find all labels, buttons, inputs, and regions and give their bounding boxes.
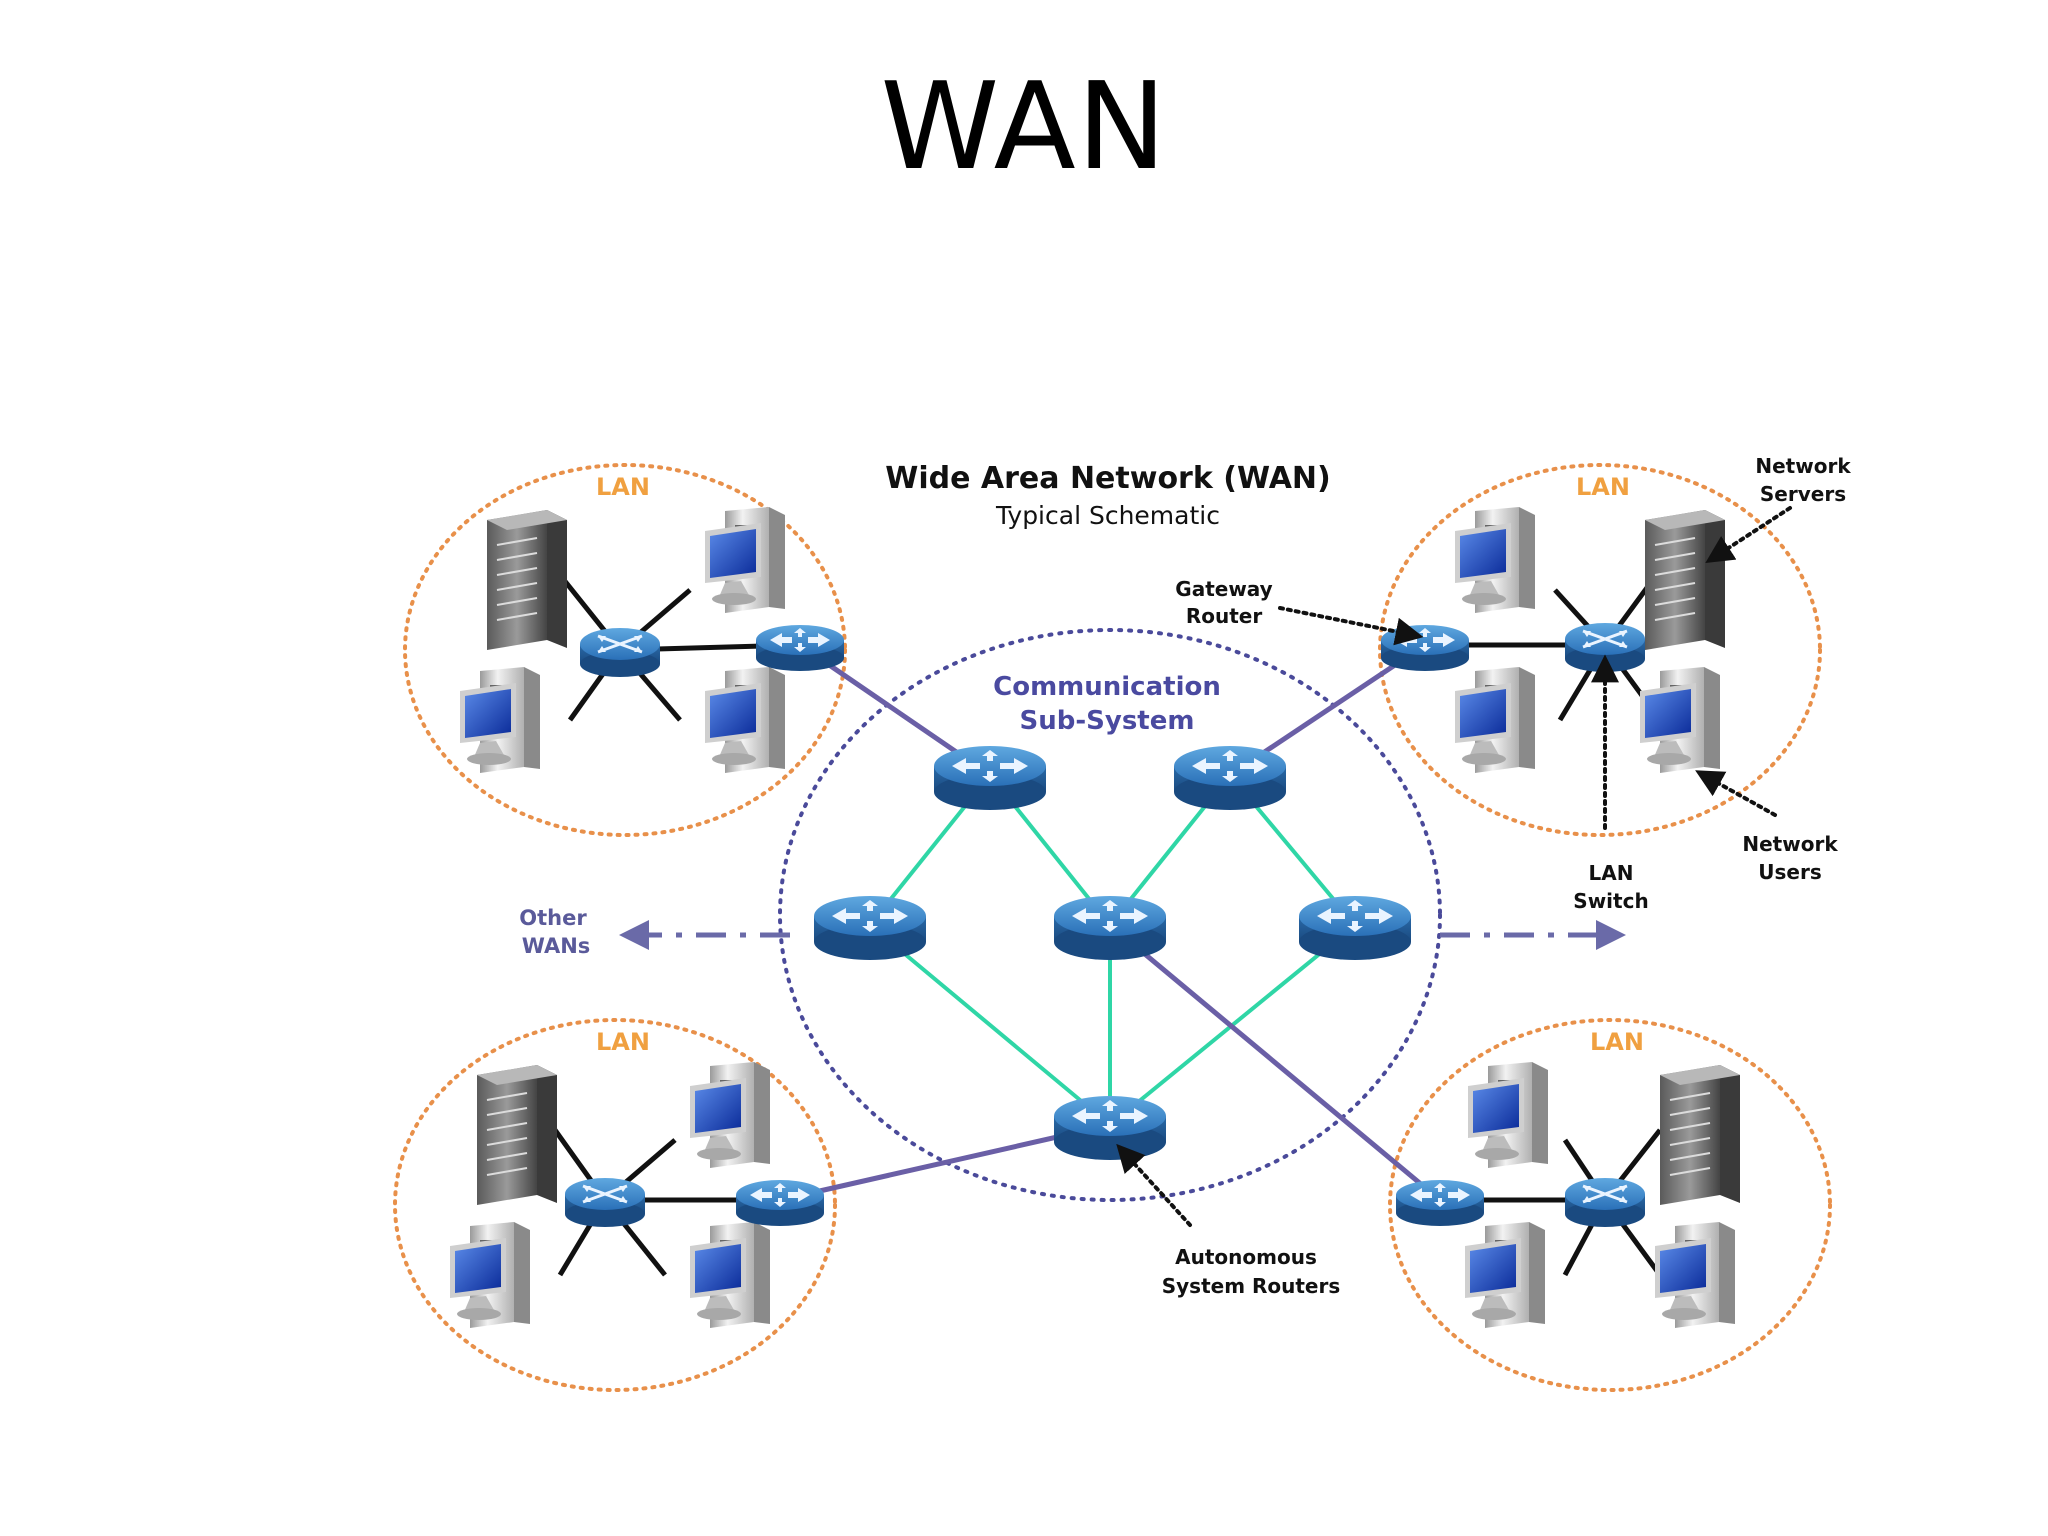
workstation-icon (1455, 507, 1535, 613)
autonomous-routers-label-line1: Autonomous (1175, 1245, 1317, 1269)
router-icon (814, 896, 926, 960)
workstation-icon (705, 667, 785, 773)
network-users-label-line1: Network (1742, 832, 1838, 856)
network-servers-label-line1: Network (1755, 454, 1851, 478)
lan-switch-icon (563, 1176, 647, 1229)
other-wans-label-line1: Other (519, 906, 587, 930)
lan-bottom-right (1396, 1062, 1741, 1328)
gateway-router-icon (736, 1180, 824, 1226)
callout-arrows (1116, 506, 1792, 1227)
network-server-icon (476, 1064, 558, 1206)
network-servers-label-line2: Servers (1760, 482, 1846, 506)
workstation-icon (1455, 667, 1535, 773)
comm-subsystem-boundary (778, 628, 1442, 1202)
gateway-router-icon (1396, 1180, 1484, 1226)
gateway-router-label-line2: Router (1186, 604, 1263, 628)
workstation-icon (1640, 667, 1720, 773)
gateway-router-icon (756, 625, 844, 671)
slide-title: WAN (880, 58, 1168, 197)
router-icon (1174, 746, 1286, 810)
network-users-label-line2: Users (1758, 860, 1821, 884)
lan-switch-label-line1: LAN (1589, 861, 1634, 885)
workstation-icon (1655, 1222, 1735, 1328)
network-server-icon (1659, 1064, 1741, 1206)
workstation-icon (450, 1222, 530, 1328)
lan-label-bottom-left: LAN (596, 1028, 650, 1056)
lan-label-top-left: LAN (596, 473, 650, 501)
diagram-subtitle: Typical Schematic (995, 501, 1220, 530)
other-wans-label-line2: WANs (522, 934, 591, 958)
workstation-icon (690, 1222, 770, 1328)
lan-top-right (1381, 507, 1726, 773)
lan-switch-icon (1563, 1176, 1647, 1229)
router-icon (1299, 896, 1411, 960)
communication-subsystem-routers (814, 746, 1411, 1160)
lan-boundary-bottom-left (393, 1018, 837, 1392)
lan-top-left (460, 507, 844, 773)
lan-boundary-bottom-right (1388, 1018, 1832, 1392)
lan-bottom-left (450, 1062, 824, 1328)
router-icon (1054, 896, 1166, 960)
workstation-icon (705, 507, 785, 613)
diagram-title: Wide Area Network (WAN) (885, 461, 1331, 496)
lan-switch-icon (578, 626, 662, 679)
lan-boundary-top-left (403, 463, 847, 837)
autonomous-routers-label-line2: System Routers (1162, 1274, 1341, 1298)
comm-subsystem-label-line2: Sub-System (1020, 706, 1195, 736)
lan-label-bottom-right: LAN (1590, 1028, 1644, 1056)
workstation-icon (1468, 1062, 1548, 1168)
lan-switch-label-line2: Switch (1573, 889, 1648, 913)
workstation-icon (1465, 1222, 1545, 1328)
router-icon (934, 746, 1046, 810)
network-server-icon (1644, 509, 1726, 651)
lan-boundary-top-right (1378, 463, 1822, 837)
network-server-icon (486, 509, 568, 651)
lan-label-top-right: LAN (1576, 473, 1630, 501)
workstation-icon (690, 1062, 770, 1168)
comm-subsystem-label-line1: Communication (993, 672, 1221, 702)
workstation-icon (460, 667, 540, 773)
gateway-router-label-line1: Gateway (1175, 577, 1272, 601)
router-icon (1054, 1096, 1166, 1160)
